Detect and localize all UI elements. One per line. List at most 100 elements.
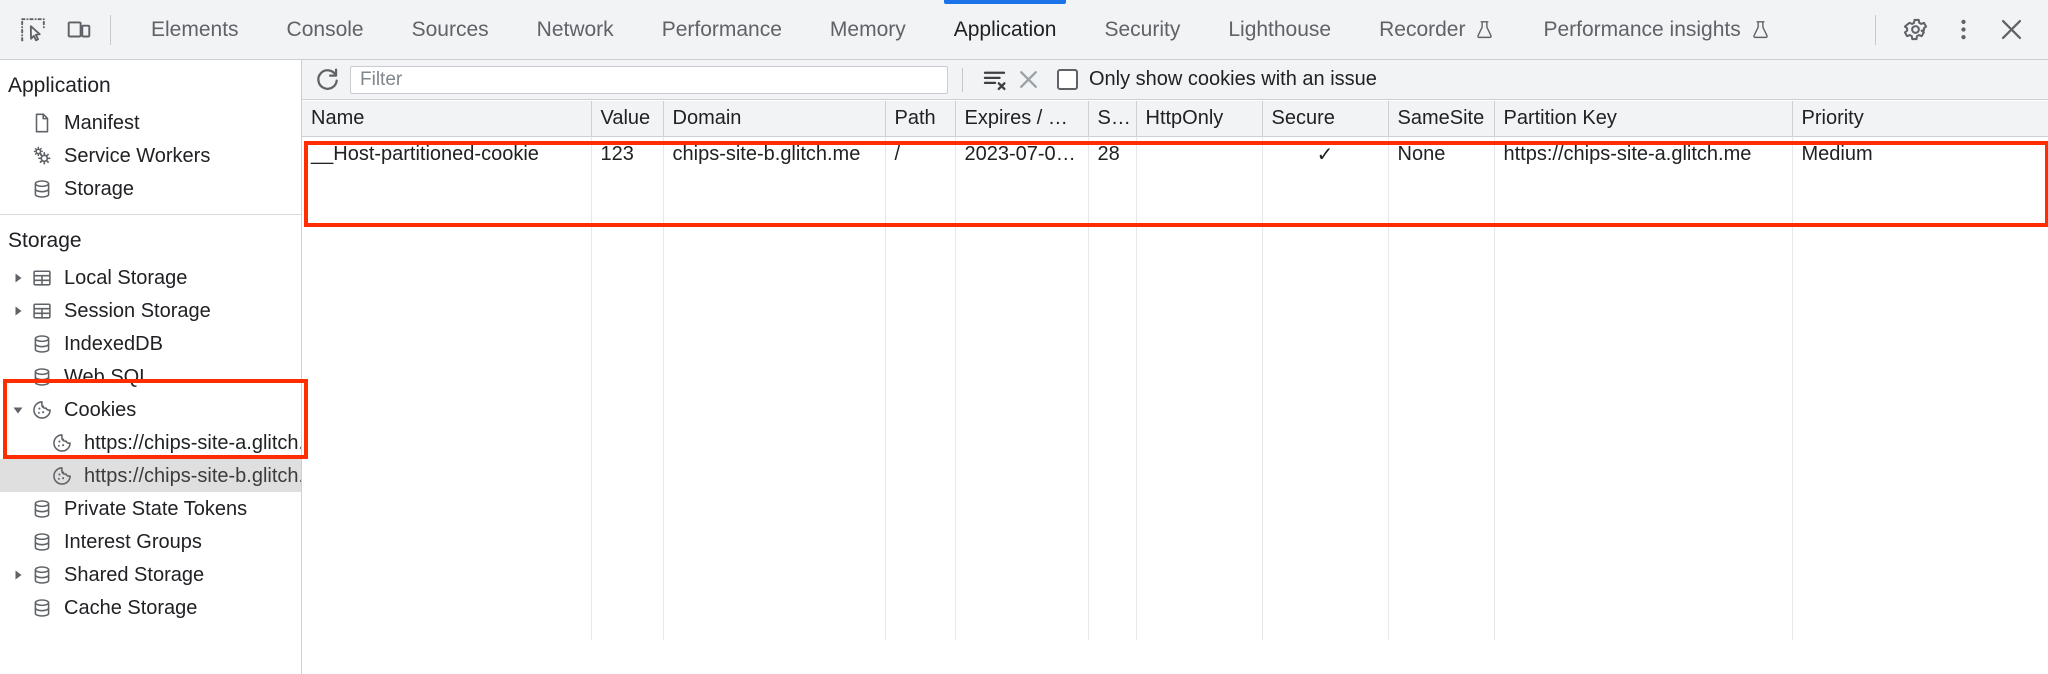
tab-elements[interactable]: Elements [127, 0, 263, 60]
column-header-samesite[interactable]: SameSite [1388, 101, 1495, 137]
table-empty-row [302, 388, 2048, 424]
table-empty-row [302, 460, 2048, 496]
sidebar-item-label: Local Storage [64, 266, 188, 289]
sidebar-item-label: Cookies [64, 398, 137, 421]
sidebar-item-indexeddb[interactable]: IndexedDB [0, 327, 301, 360]
database-icon [28, 333, 56, 355]
column-header-priority[interactable]: Priority [1792, 101, 2048, 137]
checkbox-box[interactable] [1057, 69, 1078, 90]
table-empty-row [302, 172, 2048, 208]
cell-name[interactable]: __Host-partitioned-cookie [302, 136, 592, 172]
chevron-right-icon[interactable] [8, 272, 28, 284]
cookie-icon [48, 432, 76, 454]
delete-selected-icon[interactable] [1011, 63, 1045, 97]
sidebar-item-label: Storage [64, 177, 135, 200]
sidebar-item-web-sql[interactable]: Web SQL [0, 360, 301, 393]
tab-network[interactable]: Network [513, 0, 638, 60]
sidebar-item-label: Web SQL [64, 365, 151, 388]
cell-domain[interactable]: chips-site-b.glitch.me [663, 136, 886, 172]
tab-sources[interactable]: Sources [388, 0, 513, 60]
cell-httponly[interactable] [1136, 136, 1263, 172]
sidebar-item-local-storage[interactable]: Local Storage [0, 261, 301, 294]
sidebar-section-application-title: Application [8, 74, 111, 97]
tab-console[interactable]: Console [263, 0, 388, 60]
sidebar-item-cache-storage[interactable]: Cache Storage [0, 591, 301, 624]
sidebar-item-storage[interactable]: Storage [0, 172, 301, 205]
column-header-partition-key[interactable]: Partition Key [1494, 101, 1793, 137]
tab-recorder[interactable]: Recorder [1355, 0, 1519, 60]
cell-secure[interactable]: ✓ [1262, 136, 1389, 172]
only-show-issues-checkbox[interactable]: Only show cookies with an issue [1057, 68, 1377, 91]
sidebar-item-interest-groups[interactable]: Interest Groups [0, 525, 301, 558]
table-empty-row [302, 604, 2048, 640]
tab-label: Performance [661, 17, 782, 41]
sidebar-item-https-chips-site-b-glitch-me[interactable]: https://chips-site-b.glitch.me [0, 459, 301, 492]
sidebar-item-label: Session Storage [64, 299, 211, 322]
filter-placeholder: Filter [360, 68, 403, 90]
tab-security[interactable]: Security [1080, 0, 1204, 60]
tab-memory[interactable]: Memory [806, 0, 930, 60]
column-header-size[interactable]: Size [1088, 101, 1137, 137]
sidebar-item-service-workers[interactable]: Service Workers [0, 139, 301, 172]
sidebar-item-manifest[interactable]: Manifest [0, 106, 301, 139]
tab-label: Lighthouse [1228, 17, 1332, 41]
kebab-menu-icon[interactable] [1940, 7, 1986, 53]
sidebar-item-private-state-tokens[interactable]: Private State Tokens [0, 492, 301, 525]
document-icon [28, 112, 56, 134]
sidebar-item-label: Cache Storage [64, 596, 198, 619]
cookies-table-filler [302, 172, 2048, 640]
tabbar-divider [110, 14, 111, 45]
column-header-secure[interactable]: Secure [1262, 101, 1389, 137]
column-header-value[interactable]: Value [591, 101, 664, 137]
device-toolbar-icon[interactable] [56, 7, 102, 53]
sidebar-item-label: Shared Storage [64, 563, 205, 586]
table-empty-row [302, 208, 2048, 244]
sidebar-item-https-chips-site-a-glitch-me[interactable]: https://chips-site-a.glitch.me [0, 426, 301, 459]
cell-value[interactable]: 123 [591, 136, 664, 172]
clear-all-cookies-icon[interactable] [977, 63, 1011, 97]
tab-performance[interactable]: Performance [638, 0, 806, 60]
tab-label: Application [953, 17, 1057, 41]
cell-priority[interactable]: Medium [1792, 136, 2048, 172]
cell-expires-m[interactable]: 2023-07-07… [955, 136, 1089, 172]
cookie-icon [48, 465, 76, 487]
chevron-right-icon[interactable] [8, 305, 28, 317]
close-icon[interactable] [1988, 7, 2034, 53]
inspect-cursor-icon[interactable] [10, 7, 56, 53]
cell-size[interactable]: 28 [1088, 136, 1137, 172]
tab-performance-insights[interactable]: Performance insights [1519, 0, 1794, 60]
column-header-path[interactable]: Path [885, 101, 956, 137]
cookies-toolbar: Filter Only show cookies with an [302, 60, 2048, 100]
cell-path[interactable]: / [885, 136, 956, 172]
tab-application[interactable]: Application [930, 0, 1081, 60]
sidebar-item-label: Interest Groups [64, 530, 202, 553]
database-icon [28, 564, 56, 586]
sidebar-item-shared-storage[interactable]: Shared Storage [0, 558, 301, 591]
sidebar-item-session-storage[interactable]: Session Storage [0, 294, 301, 327]
column-header-name[interactable]: Name [302, 101, 592, 137]
chevron-right-icon[interactable] [8, 569, 28, 581]
tabbar-actions-divider [1875, 14, 1876, 45]
column-header-domain[interactable]: Domain [663, 101, 886, 137]
tab-label: Memory [829, 17, 906, 41]
table-icon [28, 267, 56, 289]
table-empty-row [302, 496, 2048, 532]
cell-samesite[interactable]: None [1388, 136, 1495, 172]
sidebar-item-cookies[interactable]: Cookies [0, 393, 301, 426]
column-header-httponly[interactable]: HttpOnly [1136, 101, 1263, 137]
refresh-icon[interactable] [310, 63, 344, 97]
gears-icon [28, 145, 56, 167]
cell-partition-key[interactable]: https://chips-site-a.glitch.me [1494, 136, 1793, 172]
filter-input[interactable]: Filter [350, 65, 948, 94]
tab-lighthouse[interactable]: Lighthouse [1204, 0, 1355, 60]
column-header-expires-m[interactable]: Expires / M… [955, 101, 1089, 137]
chevron-down-icon[interactable] [8, 404, 28, 416]
gear-icon[interactable] [1892, 7, 1938, 53]
